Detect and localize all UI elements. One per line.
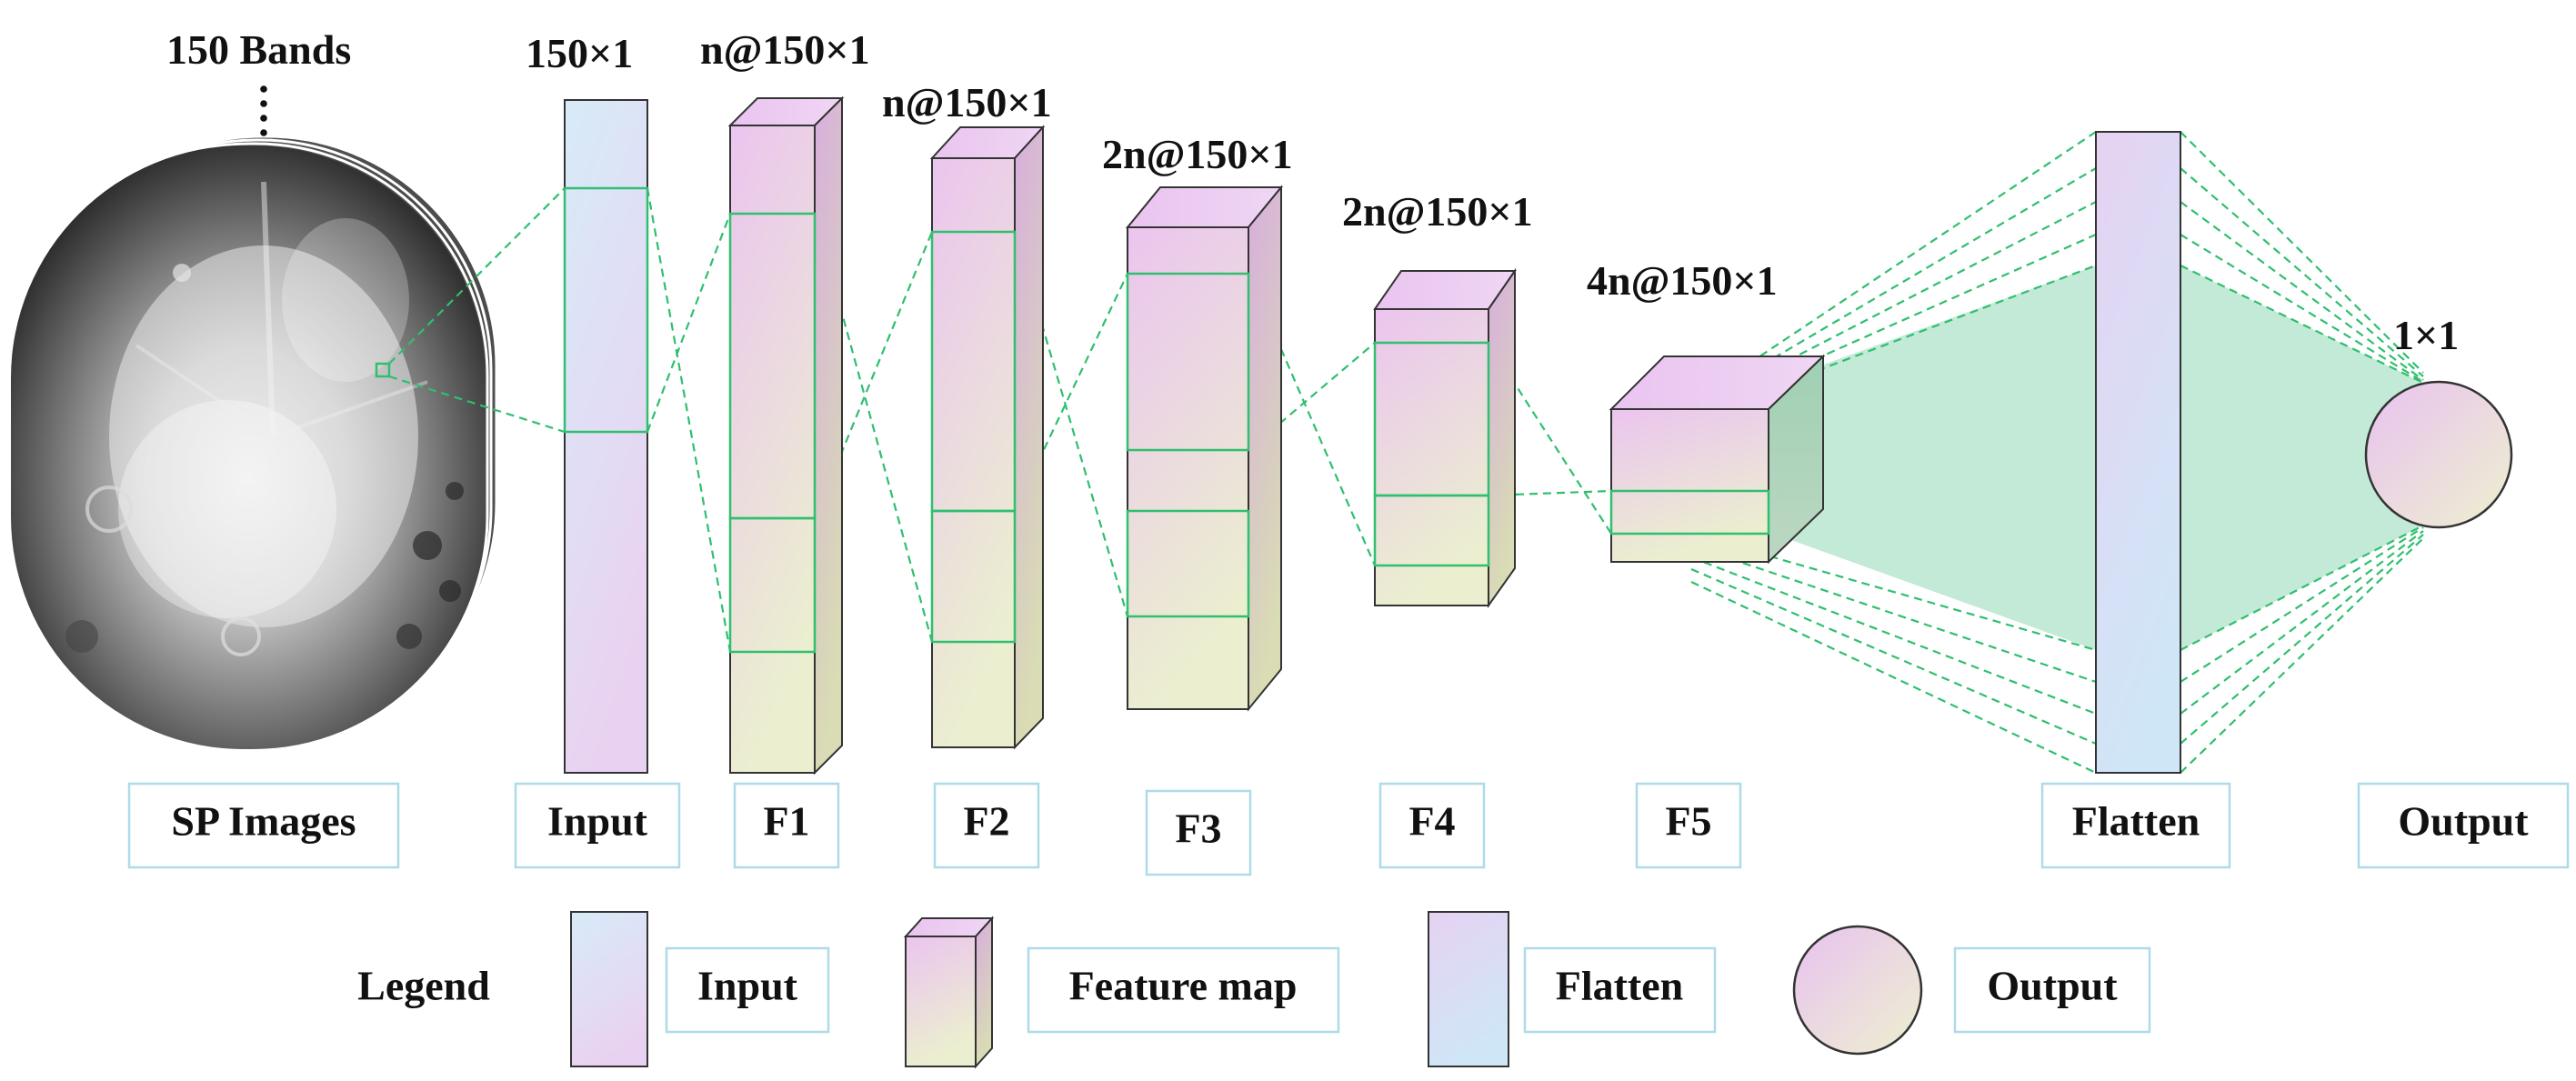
sp-image-sample-window <box>375 362 391 378</box>
output-stage-label: Output <box>2398 798 2529 845</box>
legend-feature-map-swatch <box>903 916 995 1069</box>
fully-connected-fill <box>1769 265 2096 650</box>
f4-kernel-window <box>1373 494 1490 567</box>
f5-feature-map <box>1609 354 1826 565</box>
f3-feature-map <box>1125 185 1284 712</box>
f1-stage-label: F1 <box>763 798 809 845</box>
legend-output-label: Output <box>1987 963 2118 1009</box>
flatten-layer <box>2095 131 2181 774</box>
legend-flatten-swatch <box>1428 911 1509 1067</box>
legend: Legend Input Feature map Flatten Output <box>357 911 2151 1069</box>
f3-stage-label: F3 <box>1175 806 1221 852</box>
ellipsis-dot <box>260 129 267 136</box>
f1-kernel-window <box>728 516 817 654</box>
bands-label: 150 Bands <box>166 26 351 73</box>
f1-dim-label: n@150×1 <box>700 26 870 73</box>
output-connection-fill <box>2180 265 2423 650</box>
legend-feature-map-label: Feature map <box>1069 963 1298 1009</box>
f3-kernel-window <box>1126 272 1250 452</box>
output-node <box>2364 380 2513 529</box>
stage-labels: SP Images Input F1 F2 F3 F4 F5 Flatten O… <box>127 782 2570 876</box>
input-kernel-window <box>563 186 649 434</box>
f4-dim-label: 2n@150×1 <box>1342 188 1533 235</box>
sp-images-label: SP Images <box>171 798 356 845</box>
input-stage-label: Input <box>547 798 648 845</box>
f4-feature-map <box>1373 267 1517 609</box>
f1-feature-map <box>727 95 845 776</box>
legend-flatten-label: Flatten <box>1556 963 1684 1009</box>
input-dim-label: 150×1 <box>526 30 633 76</box>
f2-stage-label: F2 <box>963 798 1009 845</box>
f3-kernel-window <box>1126 509 1250 618</box>
sp-image-stack <box>11 85 498 749</box>
legend-input-label: Input <box>697 963 798 1009</box>
output-dim-label: 1×1 <box>2393 312 2459 358</box>
sp-image-front <box>11 145 486 749</box>
ellipsis-dot <box>260 115 267 122</box>
f5-stage-label: F5 <box>1665 798 1711 845</box>
input-layer <box>563 99 649 774</box>
f5-dim-label: 4n@150×1 <box>1587 257 1778 304</box>
ellipsis-dot <box>260 100 267 107</box>
ellipsis-dot <box>260 85 267 93</box>
f2-kernel-window <box>930 509 1017 644</box>
f2-feature-map <box>929 125 1046 750</box>
connection-lines <box>388 131 2424 774</box>
f3-dim-label: 2n@150×1 <box>1102 131 1293 177</box>
f4-stage-label: F4 <box>1408 798 1455 845</box>
f5-kernel-window <box>1609 489 1770 535</box>
legend-output-swatch <box>1792 925 1923 1056</box>
legend-title: Legend <box>357 963 490 1009</box>
flatten-stage-label: Flatten <box>2072 798 2200 845</box>
legend-input-swatch <box>570 911 648 1067</box>
f2-dim-label: n@150×1 <box>882 79 1052 125</box>
